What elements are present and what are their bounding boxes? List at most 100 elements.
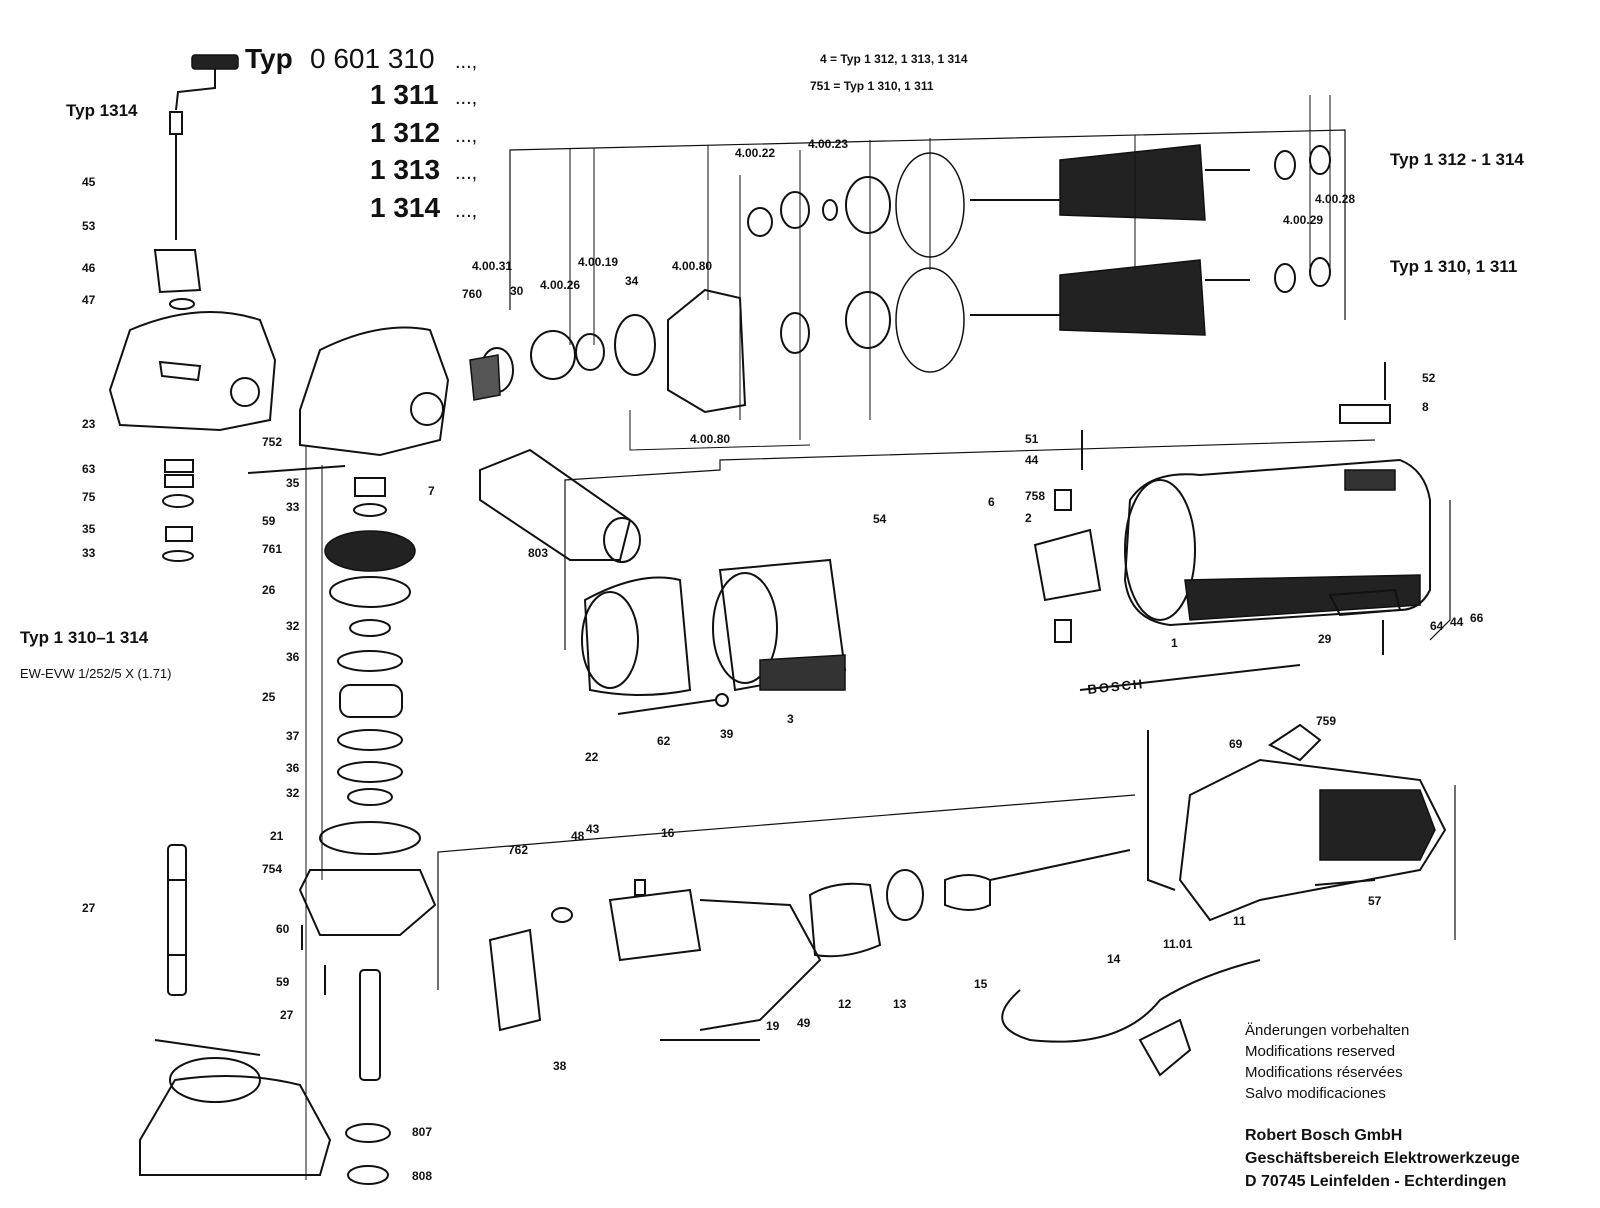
part-number-label: 27: [82, 901, 96, 915]
part-number-label: 32: [286, 786, 300, 800]
part-number-label: 47: [82, 293, 96, 307]
part-number-label: 4.00.28: [1315, 192, 1355, 206]
part-number-label: 36: [286, 650, 300, 664]
part-number-label: 25: [262, 690, 276, 704]
part-number-label: 23: [82, 417, 96, 431]
modification-line: Salvo modificaciones: [1245, 1085, 1386, 1102]
typ-1310-1311-label: Typ 1 310, 1 311: [1390, 257, 1517, 276]
part-number-label: 53: [82, 219, 96, 233]
wheel-guard: [139, 1039, 332, 1176]
part-number-label: 66: [1470, 611, 1484, 625]
type-variant-3: 1 314: [370, 192, 440, 223]
part-number-label: 19: [766, 1019, 780, 1033]
part-number-label: 38: [553, 1059, 567, 1073]
part-number-label: 4.00.22: [735, 146, 775, 160]
part-number-label: 59: [276, 975, 290, 989]
note-4: 4 = Typ 1 312, 1 313, 1 314: [820, 52, 968, 66]
note-751: 751 = Typ 1 310, 1 311: [810, 79, 934, 93]
part-number-label: 4.00.80: [690, 432, 730, 446]
company-block: Robert Bosch GmbH Geschäftsbereich Elekt…: [1245, 1127, 1520, 1190]
part-number-label: 26: [262, 583, 276, 597]
gear-housing-column: [247, 326, 450, 1185]
part-number-label: 60: [276, 922, 290, 936]
part-number-label: 54: [873, 512, 887, 526]
rear-handle: [1147, 723, 1447, 922]
cable-assembly: [808, 849, 1261, 1077]
part-number-label: 11.01: [1163, 937, 1193, 951]
part-number-label: 1: [1171, 636, 1178, 650]
switch-assembly: [488, 879, 822, 1041]
part-number-label: 43: [586, 822, 600, 836]
type-variant-1: 1 312: [370, 117, 440, 148]
part-number-label: 35: [286, 476, 300, 490]
modification-line: Modifications réservées: [1245, 1064, 1403, 1081]
part-number-label: 63: [82, 462, 96, 476]
doc-code: EW-EVW 1/252/5 X (1.71): [20, 666, 172, 681]
typ-1314-label: Typ 1314: [66, 101, 138, 120]
part-number-label: 8: [1422, 400, 1429, 414]
company-division: Geschäftsbereich Elektrowerkzeuge: [1245, 1150, 1520, 1167]
part-number-label: 754: [262, 862, 282, 876]
armature-lower: [480, 257, 1331, 414]
part-number-label: 758: [1025, 489, 1045, 503]
part-number-label: 32: [286, 619, 300, 633]
part-number-label: 34: [625, 274, 639, 288]
part-number-label: 4.00.26: [540, 278, 580, 292]
part-number-label: 46: [82, 261, 96, 275]
modification-line: Änderungen vorbehalten: [1245, 1022, 1409, 1039]
part-number-label: 808: [412, 1169, 432, 1183]
part-number-label: 4.00.29: [1283, 213, 1323, 227]
part-number-label: 3: [787, 712, 794, 726]
part-number-label: 29: [1318, 632, 1332, 646]
modification-line: Modifications reserved: [1245, 1043, 1395, 1060]
part-number-label: 761: [262, 542, 282, 556]
type-ellipsis-4: ...,: [455, 200, 477, 222]
part-number-label: 37: [286, 729, 300, 743]
part-number-label: 803: [528, 546, 548, 560]
part-number-label: 36: [286, 761, 300, 775]
part-number-label: 15: [974, 977, 988, 991]
part-number-label: 4.00.80: [672, 259, 712, 273]
side-handle-assembly: [108, 54, 277, 562]
part-number-label: 7: [428, 484, 435, 498]
part-number-label: 33: [286, 500, 300, 514]
brand-label: BOSCH: [1087, 676, 1145, 697]
part-labels: 4553464723637535337525935337612632362537…: [82, 137, 1484, 1183]
spindle-27: [167, 844, 187, 996]
part-number-label: 762: [508, 843, 528, 857]
part-number-label: 52: [1422, 371, 1436, 385]
company-address: D 70745 Leinfelden - Echterdingen: [1245, 1173, 1506, 1190]
pinion-and-handle: [469, 354, 641, 563]
type-ellipsis-0: ...,: [455, 51, 477, 73]
part-number-label: 752: [262, 435, 282, 449]
type-prefix: Typ: [245, 43, 293, 74]
type-ellipsis-3: ...,: [455, 162, 477, 184]
part-number-label: 14: [1107, 952, 1121, 966]
typ-range-label: Typ 1 310–1 314: [20, 628, 149, 647]
part-number-label: 760: [462, 287, 482, 301]
part-number-label: 62: [657, 734, 671, 748]
type-ellipsis-1: ...,: [455, 87, 477, 109]
field-housing: [581, 558, 847, 715]
modifications-block: Änderungen vorbehalten Modifications res…: [1245, 1022, 1409, 1102]
part-number-label: 12: [838, 997, 852, 1011]
part-number-label: 64: [1430, 619, 1444, 633]
part-number-label: 59: [262, 514, 276, 528]
part-number-label: 807: [412, 1125, 432, 1139]
part-number-label: 21: [270, 829, 284, 843]
part-number-label: 51: [1025, 432, 1039, 446]
part-number-label: 11: [1233, 914, 1246, 928]
part-number-label: 22: [585, 750, 599, 764]
company-name: Robert Bosch GmbH: [1245, 1127, 1402, 1144]
part-number-label: 16: [661, 826, 675, 840]
part-number-label: 35: [82, 522, 96, 536]
part-number-label: 33: [82, 546, 96, 560]
part-number-label: 44: [1025, 453, 1039, 467]
part-number-label: 6: [988, 495, 995, 509]
type-variant-2: 1 313: [370, 154, 440, 185]
armature-upper: [747, 144, 1331, 258]
brush-holder: [1033, 430, 1102, 643]
part-number-label: 75: [82, 490, 96, 504]
